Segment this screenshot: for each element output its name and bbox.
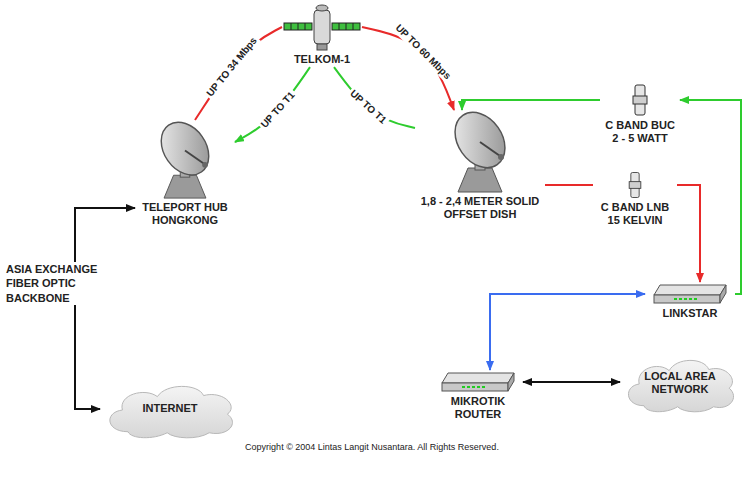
modem-node: LINKSTAR [645, 282, 735, 321]
link-label: UP TO T1 [346, 86, 390, 127]
sat-icon [282, 2, 362, 52]
node-label: MIKROTIK ROUTER [433, 394, 523, 422]
link-label: UP TO 34 Mbps [203, 33, 261, 100]
green-link [680, 100, 741, 294]
node-label: TELEPORT HUB HONGKONG [135, 200, 235, 228]
red-link [545, 184, 593, 186]
node-label: C BAND BUC 2 - 5 WATT [600, 118, 680, 146]
blue-link [490, 294, 645, 370]
cyl-icon [630, 82, 650, 118]
node-label: LINKSTAR [645, 306, 735, 321]
satellite-node: TELKOM-1 [282, 2, 362, 67]
node-label: TELKOM-1 [282, 52, 362, 67]
red-link [195, 27, 282, 120]
link-label: UP TO T1 [257, 88, 299, 132]
copyright-notice: Copyright © 2004 Lintas Langit Nusantara… [122, 442, 622, 454]
backbone-label: ASIA EXCHANGE FIBER OPTIC BACKBONE [6, 262, 124, 305]
router-node: MIKROTIK ROUTER [433, 370, 523, 422]
green-link [334, 67, 415, 128]
lan-cloud: LOCAL AREA NETWORK [620, 352, 740, 414]
green-link [235, 67, 310, 142]
red-link [677, 185, 700, 282]
green-link [462, 100, 600, 110]
link-label: UP TO 60 Mbps [391, 21, 454, 84]
dish-icon [135, 120, 235, 200]
dish-icon [430, 110, 530, 194]
cyl-icon [625, 170, 645, 200]
device-icon [438, 370, 518, 394]
device-icon [650, 282, 730, 306]
remote-dish-node: 1,8 - 2,4 METER SOLID OFFSET DISH [415, 110, 545, 222]
node-label: 1,8 - 2,4 METER SOLID OFFSET DISH [415, 194, 545, 222]
node-label: INTERNET [141, 401, 200, 416]
buc-node: C BAND BUC 2 - 5 WATT [600, 82, 680, 146]
black-link [75, 208, 135, 409]
node-label: C BAND LNB 15 KELVIN [593, 200, 677, 228]
black-link [523, 381, 620, 383]
node-label: LOCAL AREA NETWORK [636, 369, 724, 397]
lnb-node: C BAND LNB 15 KELVIN [593, 170, 677, 228]
hub-dish-node: TELEPORT HUB HONGKONG [135, 120, 235, 228]
internet-cloud: INTERNET [100, 378, 240, 440]
